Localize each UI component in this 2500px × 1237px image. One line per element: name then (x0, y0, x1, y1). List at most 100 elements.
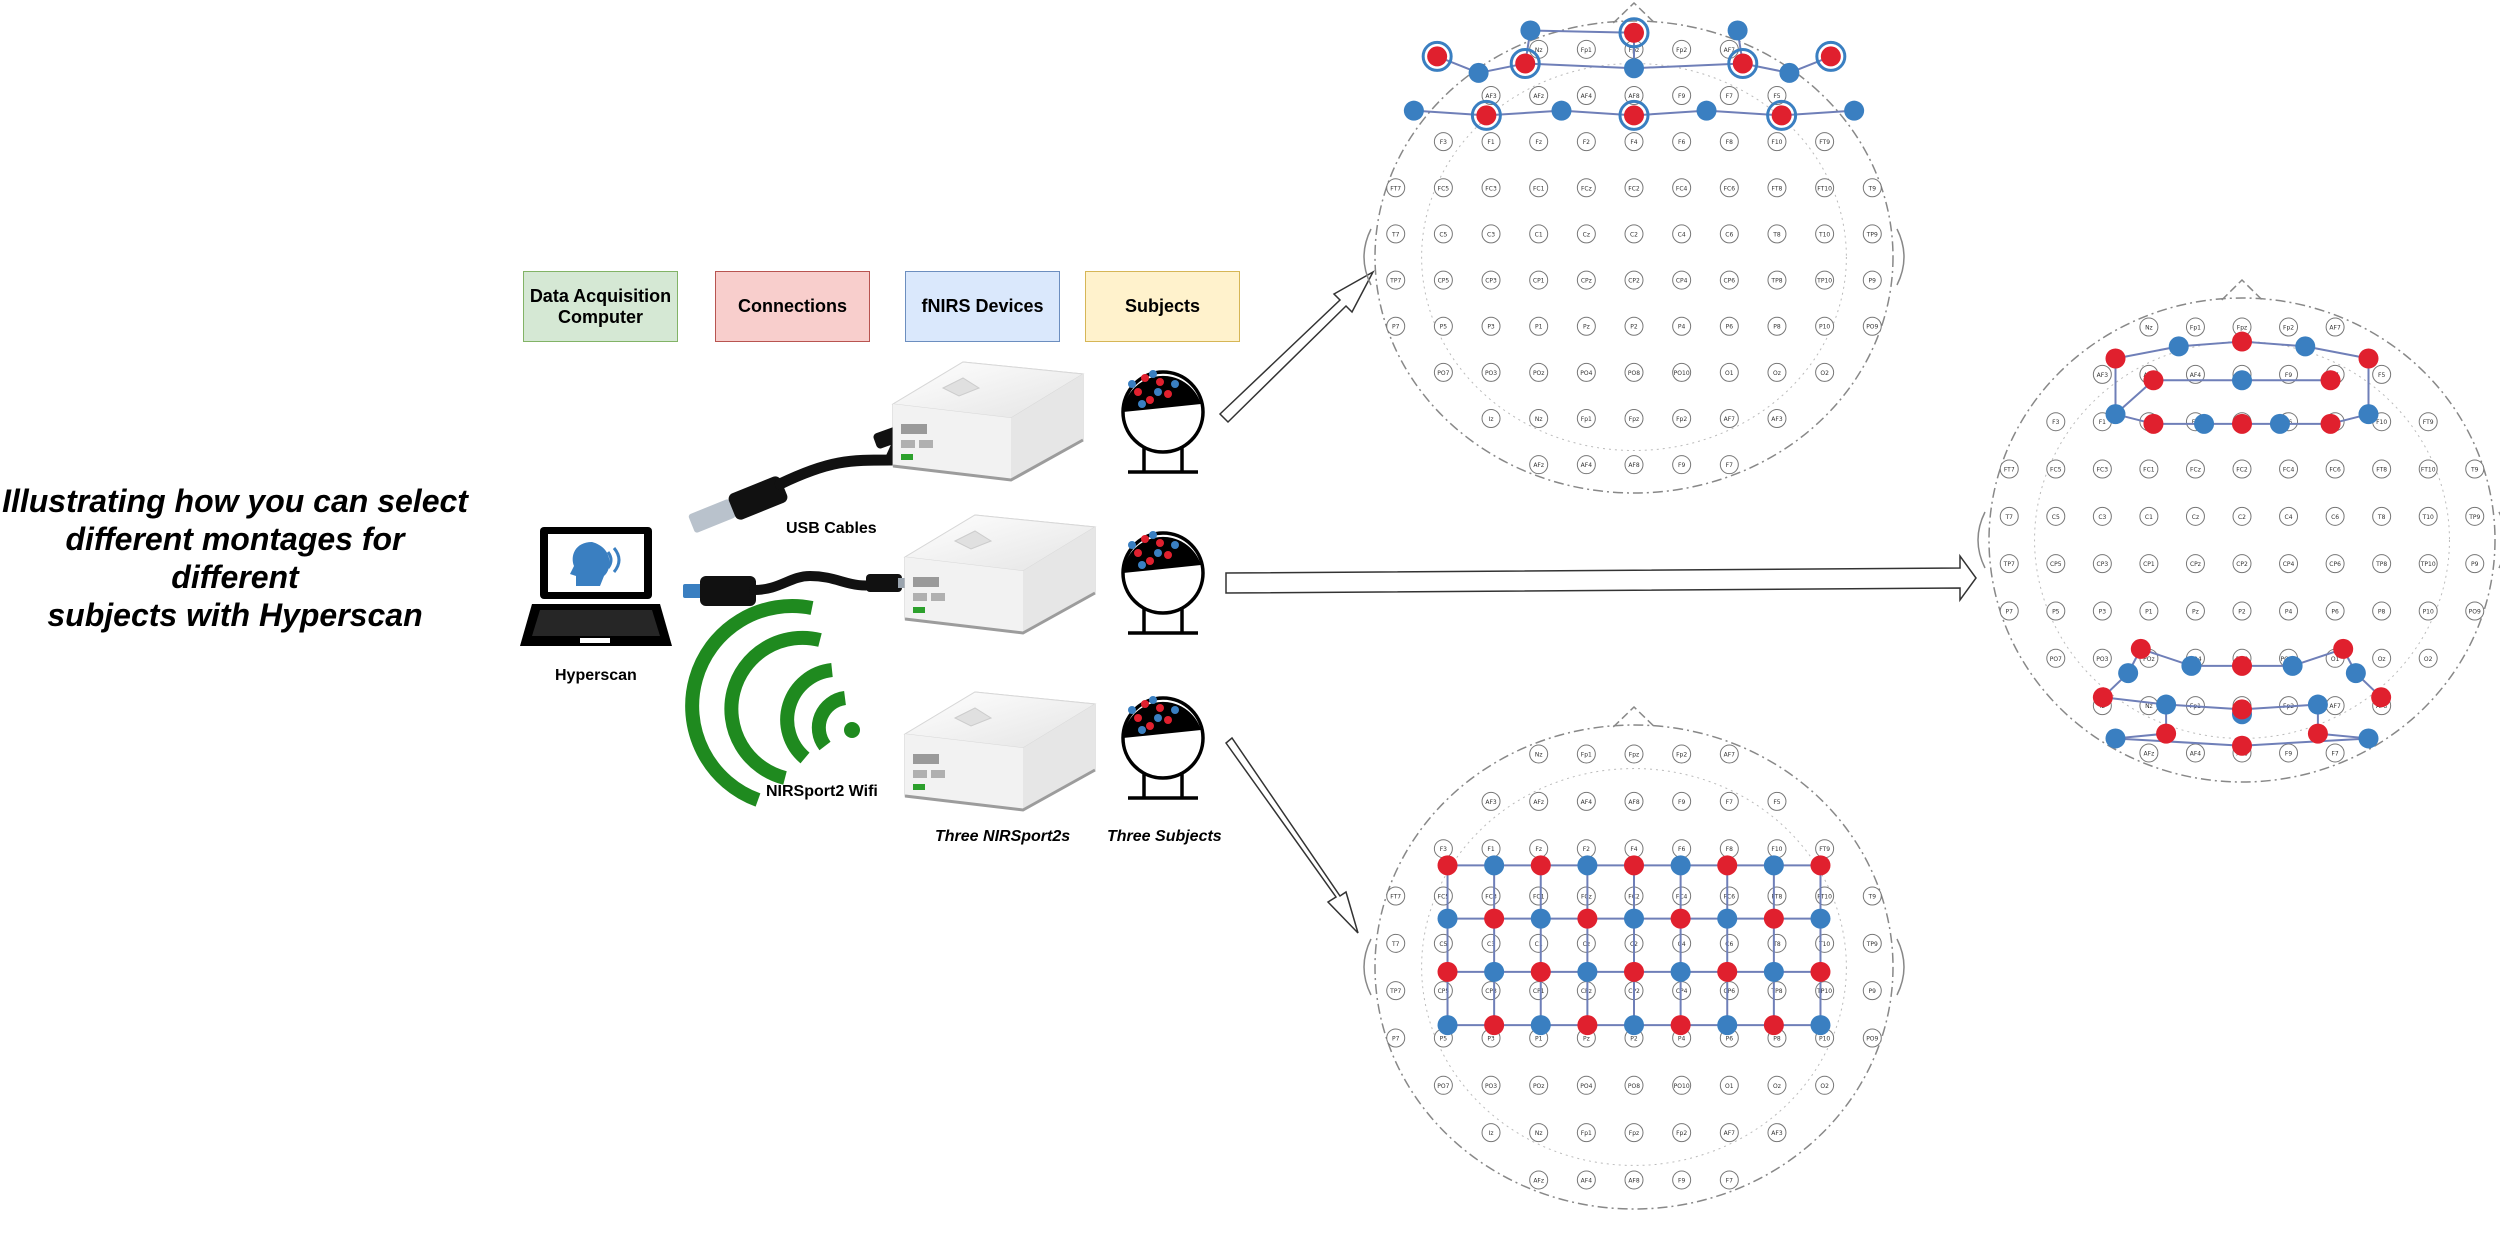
svg-text:Iz: Iz (1489, 416, 1494, 423)
electrode-site (1529, 981, 1549, 1001)
source-optode (1810, 961, 1831, 982)
nirsport2-device-3 (903, 690, 1097, 812)
svg-text:CP6: CP6 (2329, 561, 2341, 568)
svg-text:P7: P7 (1392, 1035, 1400, 1042)
svg-text:TP7: TP7 (1389, 988, 1401, 995)
electrode-site (1576, 744, 1596, 764)
electrode-site (1999, 459, 2019, 479)
detector-optode (1763, 961, 1784, 982)
svg-text:C6: C6 (1725, 231, 1733, 238)
electrode-site (1481, 981, 1501, 1001)
electrode-site (1386, 886, 1406, 906)
electrode-site (2325, 554, 2345, 574)
svg-text:P6: P6 (2331, 608, 2339, 615)
electrode-site (1672, 270, 1692, 290)
svg-text:Fp2: Fp2 (2283, 325, 2294, 332)
arrow-to-montage-2 (1225, 553, 1977, 603)
electrode-site (2325, 459, 2345, 479)
svg-text:F9: F9 (1678, 1177, 1685, 1184)
usb-cable-icon (688, 421, 918, 533)
electrode-site (1815, 362, 1835, 382)
svg-text:PO4: PO4 (1580, 370, 1592, 377)
svg-text:F4: F4 (1630, 139, 1637, 146)
svg-text:CP6: CP6 (1723, 278, 1735, 285)
electrode-site (1529, 1123, 1549, 1143)
svg-text:Fp2: Fp2 (1676, 416, 1687, 423)
detector-optode (1437, 1015, 1458, 1036)
svg-text:T10: T10 (1818, 941, 1830, 948)
electrode-site (1529, 85, 1549, 105)
header-fnirs-devices: fNIRS Devices (905, 271, 1060, 342)
source-optode (1530, 855, 1551, 876)
svg-text:P1: P1 (1535, 1035, 1543, 1042)
svg-text:Fpz: Fpz (2237, 325, 2247, 332)
electrode-site (1719, 791, 1739, 811)
svg-text:AF3: AF3 (1485, 799, 1497, 806)
svg-text:AF7: AF7 (2329, 703, 2341, 710)
detector-optode (1717, 1015, 1738, 1036)
svg-text:AF3: AF3 (1771, 416, 1783, 423)
electrode-site (1862, 270, 1882, 290)
svg-text:P3: P3 (1487, 1035, 1495, 1042)
detector-optode (2168, 336, 2189, 357)
electrode-site (1719, 132, 1739, 152)
electrode-site (2418, 459, 2438, 479)
svg-text:F5: F5 (1773, 93, 1780, 100)
electrode-site (1624, 455, 1644, 475)
svg-text:C1: C1 (1535, 941, 1543, 948)
electrode-site (2279, 506, 2299, 526)
detector-optode (1530, 908, 1551, 929)
svg-text:FC2: FC2 (2236, 467, 2248, 474)
header-data-acquisition-computer: Data Acquisition Computer (523, 271, 678, 342)
svg-text:P10: P10 (1819, 1035, 1830, 1042)
electrode-site (1624, 791, 1644, 811)
svg-text:FC3: FC3 (1485, 185, 1497, 192)
svg-text:P3: P3 (1487, 324, 1495, 331)
electrode-site (1862, 224, 1882, 244)
svg-text:F9: F9 (1678, 93, 1685, 100)
detector-optode (1577, 855, 1598, 876)
electrode-site (1576, 132, 1596, 152)
electrode-site (1576, 1075, 1596, 1095)
electrode-site (2139, 459, 2159, 479)
svg-text:Fp1: Fp1 (1581, 47, 1592, 54)
source-optode (2333, 638, 2354, 659)
electrode-site (2139, 554, 2159, 574)
electrode-site (1672, 1075, 1692, 1095)
detector-optode (2156, 694, 2177, 715)
svg-text:C3: C3 (1487, 231, 1495, 238)
svg-text:O2: O2 (1820, 1083, 1829, 1090)
electrode-site (1672, 886, 1692, 906)
electrode-site (2092, 506, 2112, 526)
electrode-site (1719, 1123, 1739, 1143)
svg-text:CP4: CP4 (1676, 278, 1688, 285)
electrode-site (2232, 459, 2252, 479)
source-optode (1624, 855, 1644, 876)
svg-text:O2: O2 (2424, 656, 2433, 663)
svg-text:FC6: FC6 (1724, 894, 1736, 901)
svg-text:C4: C4 (1678, 231, 1686, 238)
svg-text:T8: T8 (1772, 941, 1781, 948)
source-optode (2143, 370, 2164, 391)
electrode-site (1767, 1123, 1787, 1143)
source-optode (1670, 1015, 1691, 1036)
electrode-site (1719, 1170, 1739, 1190)
head-profile-icon (570, 542, 610, 586)
svg-text:P5: P5 (1440, 324, 1448, 331)
electrode-site (1386, 224, 1406, 244)
detector-optode (1520, 20, 1541, 41)
source-optode (2232, 331, 2252, 352)
electrode-site (1624, 1170, 1644, 1190)
source-optode (2371, 687, 2392, 708)
svg-text:PO10: PO10 (1674, 370, 1690, 377)
electrode-site (1862, 981, 1882, 1001)
electrode-site (1529, 316, 1549, 336)
electrode-site (1862, 933, 1882, 953)
electrode-site (2139, 506, 2159, 526)
svg-text:F8: F8 (1726, 139, 1733, 146)
electrode-site (1576, 409, 1596, 429)
source-optode (1717, 961, 1738, 982)
electrode-site (1719, 744, 1739, 764)
electrode-site (1767, 224, 1787, 244)
